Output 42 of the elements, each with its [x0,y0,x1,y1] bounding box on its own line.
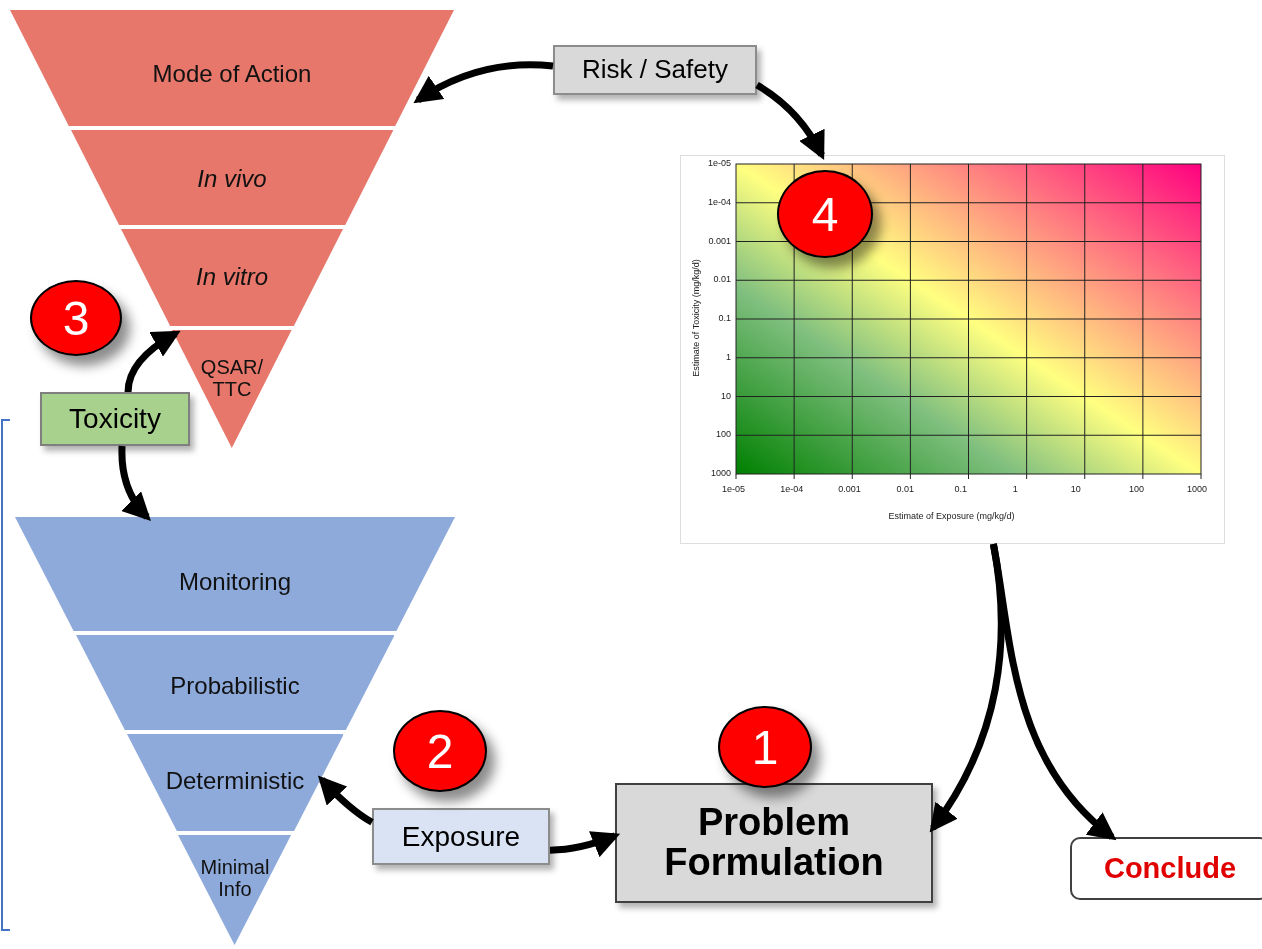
label-box: Toxicity [40,392,190,446]
tick-label: 100 [1128,484,1144,494]
band-label: Mode of Action [151,61,313,88]
tick-label: 0.01 [896,484,914,494]
tick-label: 100 [715,429,731,440]
tick-label: 1e-04 [707,196,731,207]
axis-title: Estimate of Exposure (mg/kg/d) [888,511,1015,521]
label-box: Exposure [372,808,550,865]
tick-label: 0.01 [713,274,731,285]
axis-title: Estimate of Toxicity (mg/kg/d) [691,258,701,379]
risk-plot [680,155,1225,544]
tick-label: 1e-04 [780,484,804,494]
arrow [118,445,151,522]
band-label: In vivo [196,166,268,193]
tick-label: 1e-05 [707,158,731,168]
band-label: QSAR/ TTC [199,356,265,400]
tick-label: 1000 [1187,484,1208,494]
process-box: Problem Formulation [615,783,933,903]
arrow [124,330,181,393]
tick-label: 0.001 [838,484,861,494]
band-label: Deterministic [164,768,306,795]
tick-label: 0.1 [718,313,731,323]
label-box: Risk / Safety [553,45,757,95]
arrow [549,830,621,857]
tick-label: 1000 [710,468,731,478]
band-label: Probabilistic [169,673,301,700]
terminal-box: Conclude [1070,837,1262,900]
callout-number: 3 [30,280,122,356]
tick-label: 1 [726,351,731,362]
tick-label: 10 [1070,484,1081,494]
arrow [413,61,554,104]
tick-label: 1e-05 [722,484,746,494]
tick-label: 10 [721,390,731,401]
callout-number: 2 [393,710,487,792]
tick-label: 1 [1012,484,1018,494]
band-label: In vitro [195,264,269,291]
tick-label: 0.001 [708,235,731,246]
band-label: Minimal Info [199,856,271,900]
callout-number: 1 [718,706,812,788]
arrow [317,775,374,826]
band-label: Monitoring [177,569,293,596]
tick-label: 0.1 [954,484,967,494]
